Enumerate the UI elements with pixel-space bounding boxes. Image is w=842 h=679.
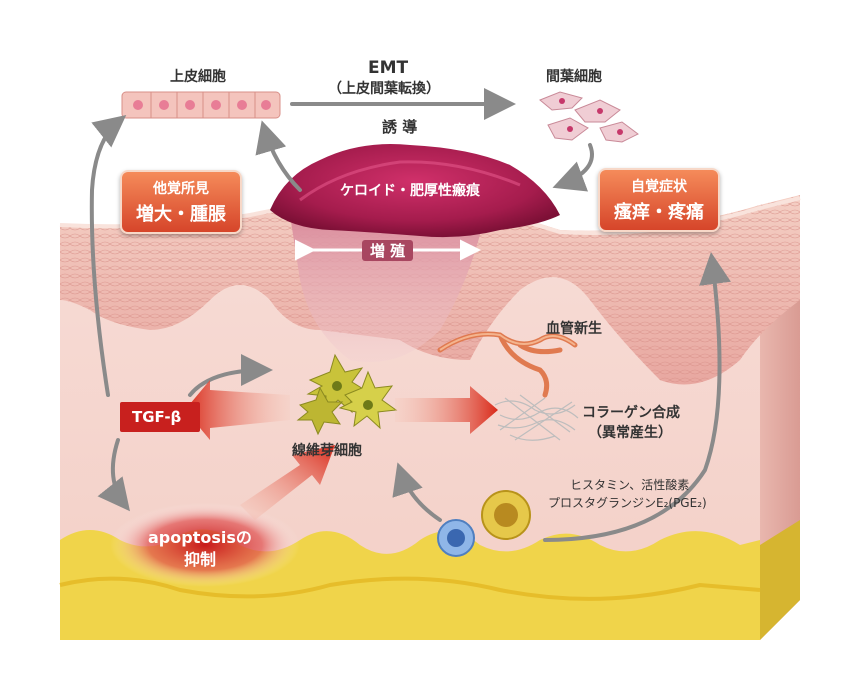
- arrow-keloid-to-epithelial: [255, 120, 302, 192]
- arrow-tgf-to-fibroblast: [188, 354, 273, 397]
- apoptosis-label-2: 抑制: [184, 550, 217, 569]
- arrow-tgf-to-epithelial: [89, 114, 127, 397]
- apoptosis-label-1: apoptosisの: [148, 528, 252, 547]
- flow-arrows: [89, 88, 731, 542]
- emt-subtitle: （上皮間葉転換）: [328, 81, 440, 97]
- collagen-label-1: コラーゲン合成: [582, 405, 680, 421]
- emt-title: EMT: [368, 58, 409, 78]
- arrow-immune-to-symptoms: [543, 252, 731, 542]
- subjective-symptoms-text: 瘙痒・疼痛: [614, 202, 704, 223]
- subjective-symptoms-title: 自覚症状: [631, 179, 687, 195]
- fibroblast-label: 線維芽細胞: [292, 443, 362, 459]
- collagen-label-2: （異常産生）: [588, 425, 672, 441]
- proliferation-label: 増 殖: [362, 240, 414, 261]
- angiogenesis-label: 血管新生: [546, 321, 602, 337]
- keloid-mass: [270, 144, 560, 238]
- arrow-fibroblast-to-collagen: [395, 386, 498, 434]
- fibroblast-cells: [296, 353, 398, 436]
- epithelial-cells-label: 上皮細胞: [170, 69, 226, 85]
- mediators-label-2: プロスタグランジンE₂(PGE₂): [548, 496, 707, 510]
- induction-label: 誘 導: [382, 118, 418, 136]
- subjective-symptoms-box: 自覚症状 瘙痒・疼痛: [598, 168, 720, 232]
- tgf-beta-badge: [120, 402, 200, 432]
- objective-findings-title: 他覚所見: [153, 181, 209, 197]
- collagen-fibers: [494, 394, 579, 441]
- arrow-fibroblast-to-tgf: [185, 380, 290, 440]
- arrow-immune-to-fibroblast: [392, 462, 442, 522]
- arrow-tgf-to-apoptosis: [97, 438, 130, 512]
- mediators-label-1: ヒスタミン、活性酸素: [570, 478, 690, 492]
- mesenchymal-cells-label: 間葉細胞: [546, 69, 602, 85]
- arrow-mesenchymal-to-keloid: [552, 143, 594, 192]
- epithelial-cell-strip: [121, 91, 281, 119]
- immune-cells: [437, 490, 531, 557]
- mesenchymal-cells: [539, 91, 639, 143]
- arrow-apoptosis-to-fibroblast: [240, 445, 335, 520]
- keloid-label: ケロイド・肥厚性瘢痕: [340, 183, 480, 199]
- apoptosis-glow: [110, 503, 300, 587]
- tgf-beta-label: TGF-β: [132, 408, 182, 426]
- objective-findings-text: 増大・腫脹: [136, 204, 226, 225]
- objective-findings-box: 他覚所見 増大・腫脹: [120, 170, 242, 234]
